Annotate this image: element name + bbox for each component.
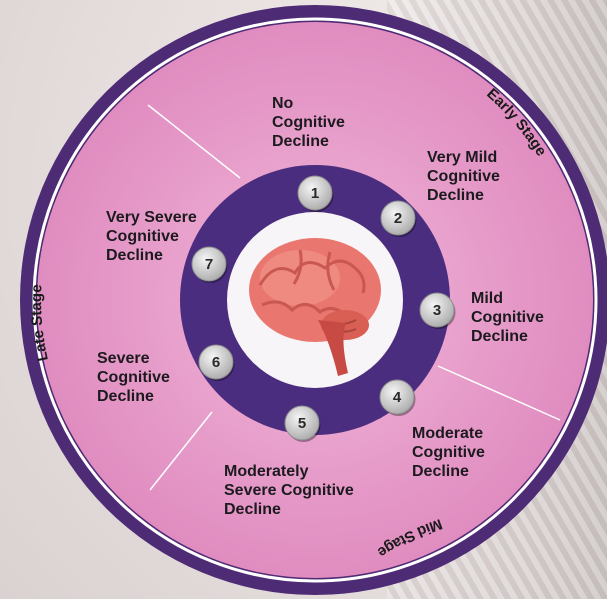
stage-label-4: Moderate Cognitive Decline (412, 424, 485, 481)
stage-number-3: 3 (433, 302, 441, 319)
stage-label-2: Very Mild Cognitive Decline (427, 148, 500, 205)
stage-number-2: 2 (394, 210, 402, 227)
stage-label-6: Severe Cognitive Decline (97, 349, 170, 406)
stage-label-5: Moderately Severe Cognitive Decline (224, 462, 354, 519)
stage-label-3: Mild Cognitive Decline (471, 289, 544, 346)
stage-label-1: No Cognitive Decline (272, 94, 345, 151)
stage-number-5: 5 (298, 415, 306, 432)
stage-number-7: 7 (205, 256, 213, 273)
stage-number-1: 1 (311, 185, 319, 202)
stage-number-4: 4 (393, 389, 402, 406)
stage-number-6: 6 (212, 354, 220, 371)
stage-label-7: Very Severe Cognitive Decline (106, 208, 197, 265)
